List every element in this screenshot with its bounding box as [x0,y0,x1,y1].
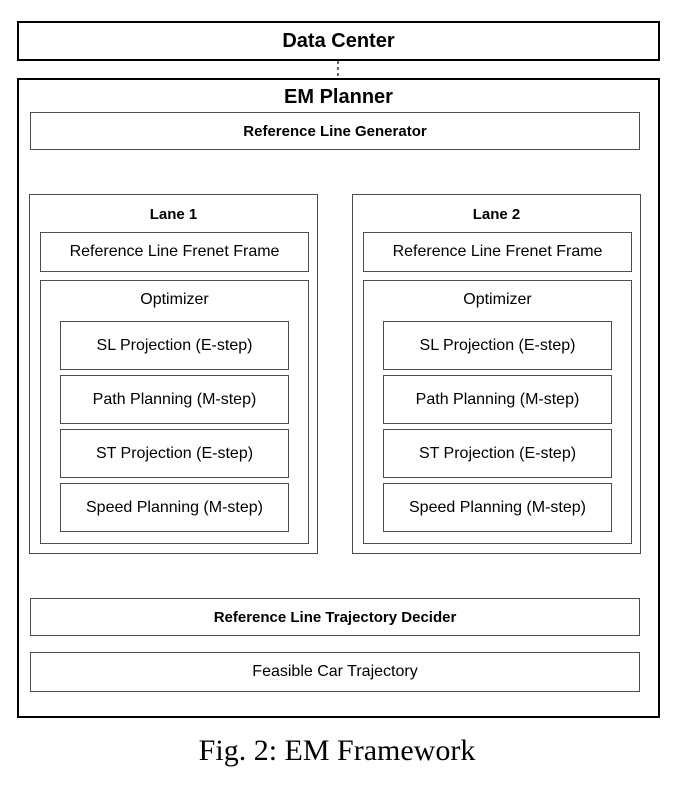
lane-2-path-planning-box: Path Planning (M-step) [383,375,612,424]
trajectory-decider-box: Reference Line Trajectory Decider [30,598,640,636]
feasible-trajectory-box: Feasible Car Trajectory [30,652,640,692]
lane-1-st-projection-box: ST Projection (E-step) [60,429,289,478]
lane-2-sl-projection-label: SL Projection (E-step) [419,336,576,354]
em-planner-title: EM Planner [284,85,393,108]
lane-2-optimizer-box: Optimizer SL Projection (E-step) Path Pl… [363,280,632,544]
lane-2-frenet-frame-label: Reference Line Frenet Frame [392,243,603,260]
data-center-label: Data Center [282,29,395,52]
lane-1-title: Lane 1 [149,205,198,223]
lane-2-st-projection-label: ST Projection (E-step) [418,444,577,462]
lane-1-optimizer-box: Optimizer SL Projection (E-step) Path Pl… [40,280,309,544]
lane-1-speed-planning-label: Speed Planning (M-step) [86,498,263,516]
lane-1-speed-planning-box: Speed Planning (M-step) [60,483,289,532]
lane-2-frenet-frame-box: Reference Line Frenet Frame [363,232,632,272]
lane-1-st-projection-label: ST Projection (E-step) [95,444,254,462]
reference-line-generator-label: Reference Line Generator [243,122,427,140]
lane-1-sl-projection-box: SL Projection (E-step) [60,321,289,370]
trajectory-decider-label: Reference Line Trajectory Decider [213,608,457,626]
lane-2-sl-projection-box: SL Projection (E-step) [383,321,612,370]
feasible-trajectory-label: Feasible Car Trajectory [252,663,418,680]
figure-caption: Fig. 2: EM Framework [198,734,476,767]
data-center-box: Data Center [17,21,660,61]
lane-1-box: Lane 1 Reference Line Frenet Frame Optim… [29,194,318,554]
lane-2-path-planning-label: Path Planning (M-step) [415,390,580,408]
lane-2-speed-planning-label: Speed Planning (M-step) [409,498,586,516]
lane-1-frenet-frame-label: Reference Line Frenet Frame [69,243,280,260]
lane-1-sl-projection-label: SL Projection (E-step) [96,336,253,354]
lane-2-optimizer-title: Optimizer [463,291,532,308]
lane-2-speed-planning-box: Speed Planning (M-step) [383,483,612,532]
lane-1-optimizer-title: Optimizer [140,291,209,308]
lane-1-path-planning-label: Path Planning (M-step) [92,390,257,408]
lane-2-box: Lane 2 Reference Line Frenet Frame Optim… [352,194,641,554]
lane-2-st-projection-box: ST Projection (E-step) [383,429,612,478]
reference-line-generator-box: Reference Line Generator [30,112,640,150]
lane-1-path-planning-box: Path Planning (M-step) [60,375,289,424]
lane-2-title: Lane 2 [472,205,521,223]
lane-1-frenet-frame-box: Reference Line Frenet Frame [40,232,309,272]
